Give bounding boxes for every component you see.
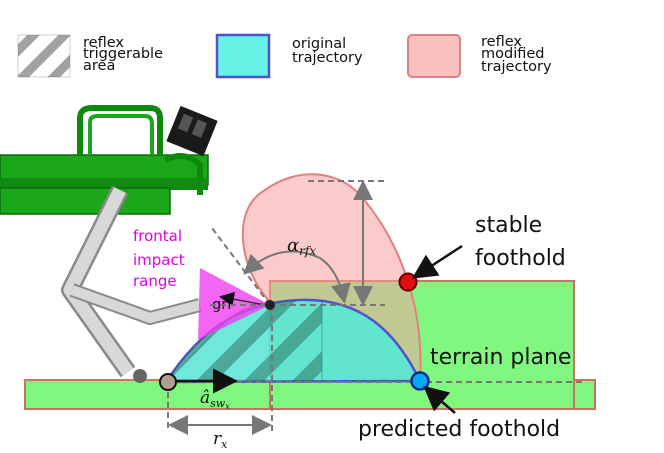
svg-text:original trajectory: original trajectory	[292, 36, 363, 66]
alpha-label: αrfx	[287, 235, 316, 258]
contact-dot	[265, 300, 275, 310]
legend-original-line2: trajectory	[292, 50, 363, 66]
legend-reflex-line3: area	[83, 58, 115, 74]
original-swatch	[215, 33, 271, 79]
robot	[0, 105, 218, 383]
stable-foothold-line1: stable	[475, 213, 542, 238]
alpha-arc	[243, 250, 351, 304]
legend-reflex-line2: triggerable	[83, 46, 163, 62]
legend-original-line1: original	[292, 36, 346, 52]
stable-foothold-dot	[398, 272, 418, 292]
svg-text:reflex triggerable: reflex triggerable area	[83, 35, 168, 74]
modified-swatch	[407, 34, 461, 78]
legend-modified-line3: trajectory	[481, 59, 552, 75]
legend-item-modified: reflex modified trajectory	[407, 34, 552, 78]
stable-foothold-pointer	[411, 244, 463, 279]
robot-leg	[61, 185, 202, 383]
frontal-label-line2: impact	[133, 251, 185, 269]
legend-reflex-line1: reflex	[83, 35, 124, 51]
terrain-plane-label: terrain plane	[430, 345, 571, 370]
legend-item-original: original trajectory	[215, 33, 363, 79]
legend-item-reflex-area: reflex triggerable area	[17, 34, 168, 78]
predicted-foothold-label: predicted foothold	[358, 417, 560, 442]
svg-text:frontal impact ran: frontal impact range	[133, 227, 189, 290]
a-sw-label: âswx	[200, 388, 230, 411]
predicted-foothold-dot	[410, 371, 430, 391]
stable-foothold-line2: foothold	[475, 246, 566, 271]
legend-modified-line1: reflex	[481, 34, 522, 50]
frontal-label-line3: range	[133, 272, 177, 290]
svg-text:stable foothold: stable foothold	[475, 213, 566, 271]
predicted-foothold-pointer	[423, 385, 456, 414]
legend: reflex triggerable area original traject…	[17, 33, 552, 79]
sensor-box	[166, 105, 218, 157]
svg-text:reflex modified: reflex modified trajectory	[481, 34, 552, 75]
rx-label: rx	[213, 429, 228, 451]
frontal-label-line1: frontal	[133, 227, 182, 245]
legend-modified-line2: modified	[481, 46, 545, 62]
start-foothold-dot	[159, 373, 177, 391]
reflex-triggerable-area	[166, 300, 322, 382]
